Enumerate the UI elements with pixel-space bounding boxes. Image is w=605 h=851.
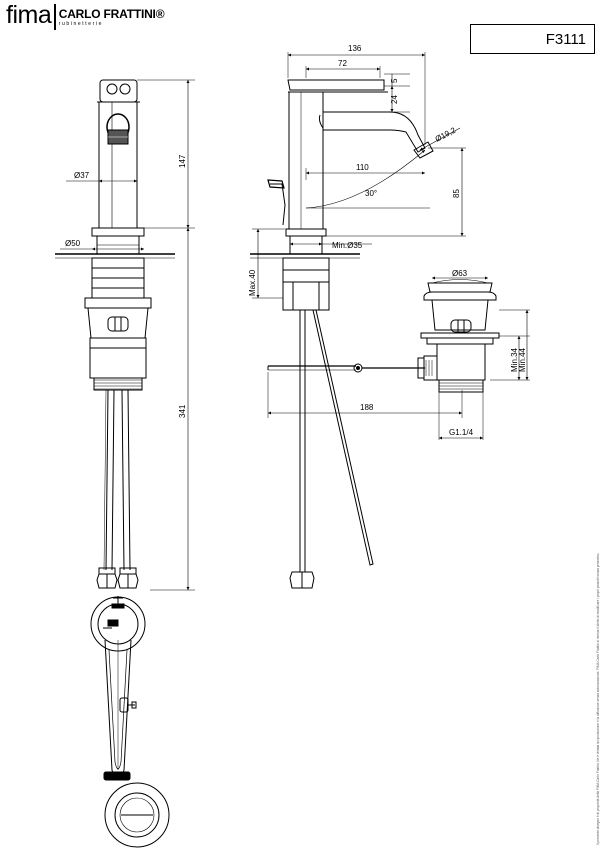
dim-front-base-dia: Ø50 xyxy=(65,239,81,248)
dim-side-rod-188: 188 xyxy=(360,403,374,412)
brand-company: CARLO FRATTINI® xyxy=(59,7,165,21)
dim-side-height-85: 85 xyxy=(452,189,461,198)
side-view xyxy=(250,52,466,589)
dim-front-height-147: 147 xyxy=(178,154,187,168)
waste-detail xyxy=(417,276,530,440)
dim-waste-dia: Ø63 xyxy=(452,269,468,278)
dim-side-min-hole: Min.Ø35 xyxy=(332,241,363,250)
brand-divider xyxy=(54,4,56,30)
dim-side-5: 5 xyxy=(390,78,399,83)
brand-name: fima xyxy=(6,1,52,29)
brand-logo: fima CARLO FRATTINI® rubinetterie xyxy=(6,1,165,30)
dim-waste-thread: G1.1/4 xyxy=(449,428,474,437)
front-view xyxy=(55,79,195,591)
dim-side-reach-110: 110 xyxy=(356,163,369,172)
top-view xyxy=(90,596,170,848)
product-code: F3111 xyxy=(545,31,586,48)
brand-tagline: rubinetterie xyxy=(58,21,103,27)
dim-waste-min44: Min.44 xyxy=(518,347,527,372)
dim-front-height-341: 341 xyxy=(178,404,187,418)
dim-side-max-40: Max.40 xyxy=(248,269,257,296)
brand-company-block: CARLO FRATTINI® rubinetterie xyxy=(59,2,165,28)
dim-waste-min34: Min.34 xyxy=(510,347,519,372)
dim-front-body-dia: Ø37 xyxy=(74,171,90,180)
dim-side-width-72: 72 xyxy=(338,59,347,68)
dim-side-24: 24 xyxy=(390,95,399,104)
product-code-box: F3111 xyxy=(470,24,595,54)
dim-side-width-136: 136 xyxy=(348,44,362,53)
brand-company-name: CARLO FRATTINI xyxy=(58,7,156,21)
dim-side-aerator-dia: Ø19,2 xyxy=(434,125,458,143)
brand-registered-mark: ® xyxy=(155,7,165,21)
legal-note: Il presente disegno è di proprietà della… xyxy=(596,552,600,845)
dim-side-angle: 30° xyxy=(365,189,377,198)
